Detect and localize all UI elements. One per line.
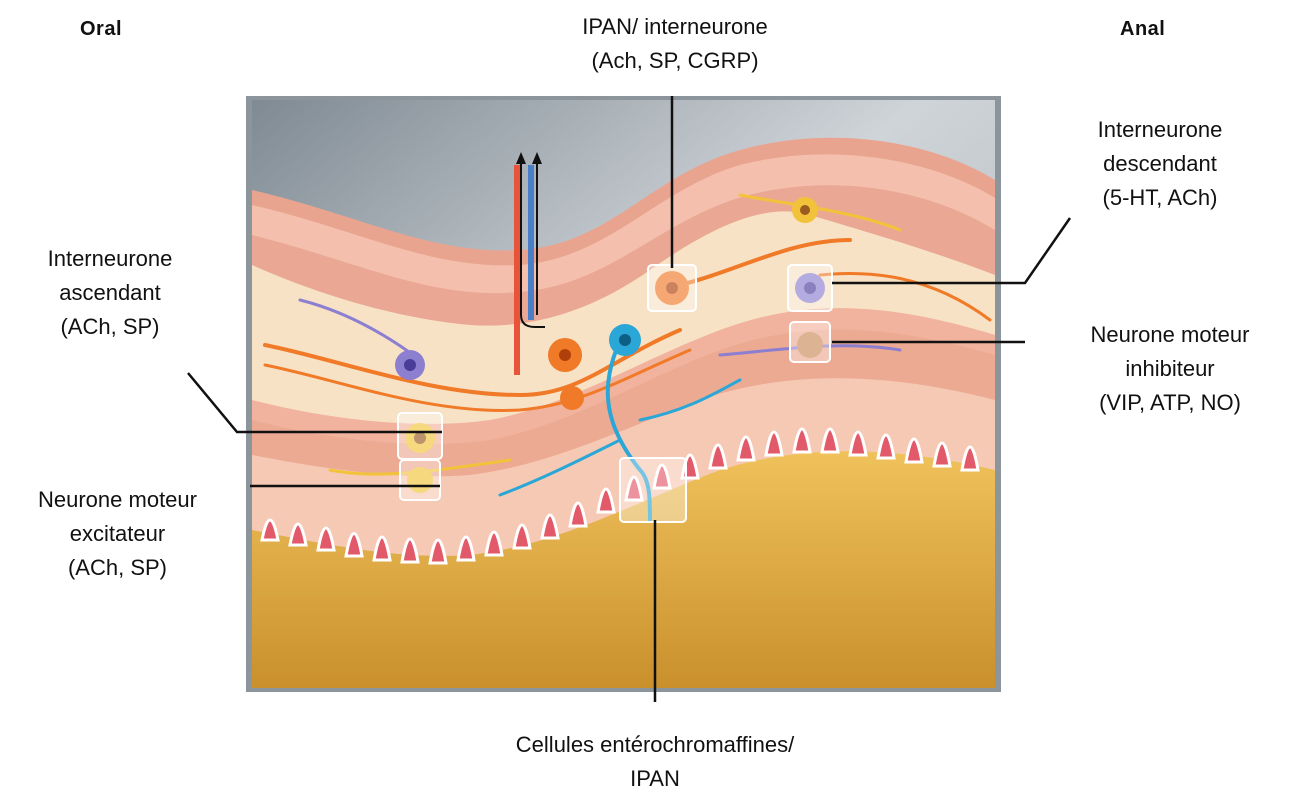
label-line: ascendant [15,276,205,310]
label-line: IPAN/ interneurone [555,10,795,44]
label-interneurone-descendant: Interneurone descendant (5-HT, ACh) [1050,113,1270,215]
label-line: (ACh, SP) [5,551,230,585]
label-line: (ACh, SP) [15,310,205,344]
label-line: Cellules entérochromaffines/ [490,728,820,762]
label-ipan-interneurone: IPAN/ interneurone (Ach, SP, CGRP) [555,10,795,78]
label-line: Neurone moteur [1050,318,1290,352]
label-neurone-moteur-inhibiteur: Neurone moteur inhibiteur (VIP, ATP, NO) [1050,318,1290,420]
neuron-purple-left [395,350,425,380]
label-line: (5-HT, ACh) [1050,181,1270,215]
label-line: (VIP, ATP, NO) [1050,386,1290,420]
neuron-ipan [609,324,641,356]
label-cellules-enterochromaffines: Cellules entérochromaffines/ IPAN [490,728,820,796]
label-line: (Ach, SP, CGRP) [555,44,795,78]
label-line: excitateur [5,517,230,551]
label-line: Interneurone [15,242,205,276]
label-line: IPAN [490,762,820,796]
label-neurone-moteur-excitateur: Neurone moteur excitateur (ACh, SP) [5,483,230,585]
label-line: Interneurone [1050,113,1270,147]
label-interneurone-ascendant: Interneurone ascendant (ACh, SP) [15,242,205,344]
label-line: descendant [1050,147,1270,181]
neuron-yellow-top [792,197,818,223]
label-line: inhibiteur [1050,352,1290,386]
label-line: Neurone moteur [5,483,230,517]
